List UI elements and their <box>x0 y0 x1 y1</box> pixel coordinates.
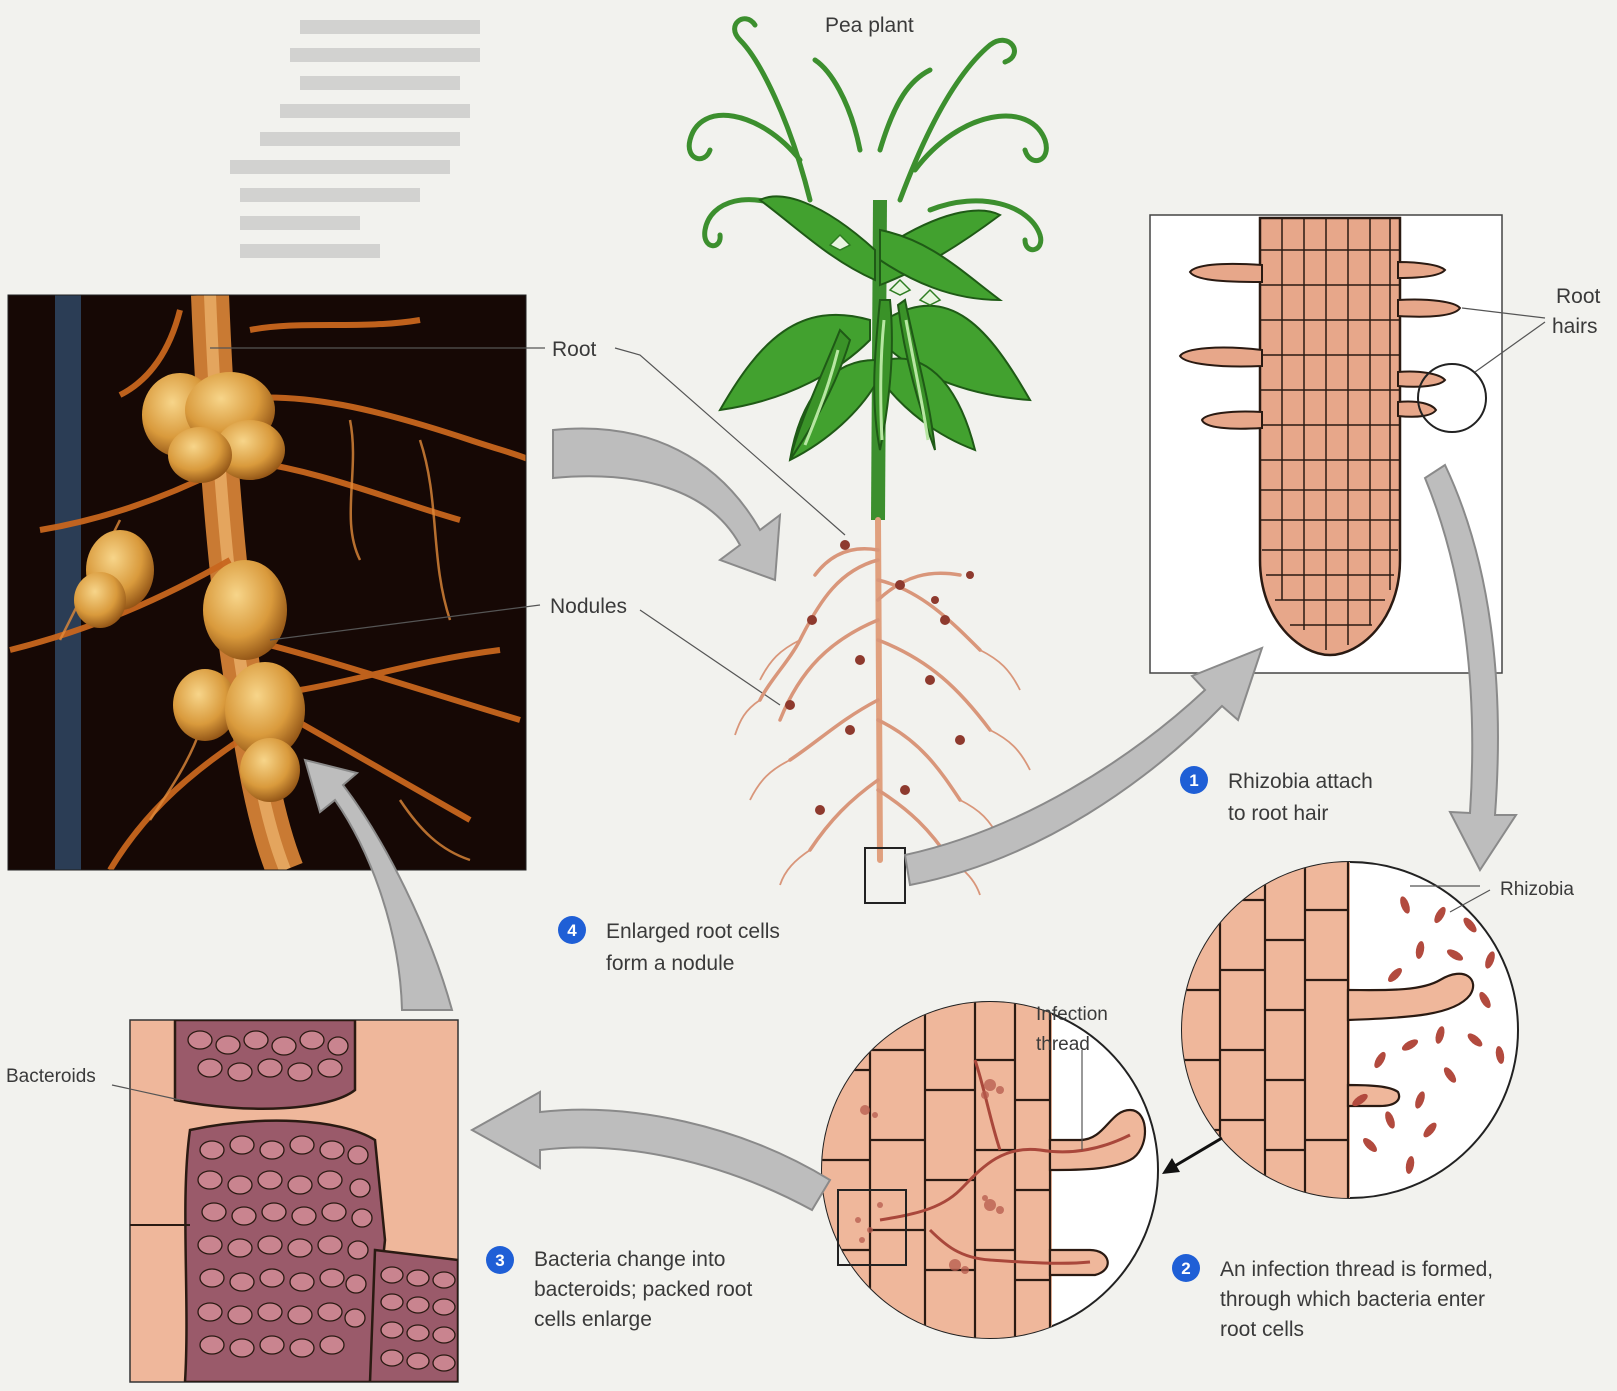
bacteroids-label: Bacteroids <box>6 1066 96 1087</box>
root-hairs-label-line1: Root <box>1556 285 1601 308</box>
step-text-line: to root hair <box>1228 802 1328 825</box>
arrow-zoom2-to-tissue <box>472 1092 830 1210</box>
background-page-text <box>230 20 480 258</box>
infection-thread-zoom <box>820 1000 1158 1340</box>
arrow-photo-to-plant <box>553 428 780 580</box>
step-number: 1 <box>1189 771 1198 790</box>
nodules-label: Nodules <box>550 595 627 618</box>
step-text-line: bacteroids; packed root <box>534 1278 752 1301</box>
nodules-leader-plant <box>640 610 780 705</box>
rhizobia-attach-zoom <box>1180 860 1518 1200</box>
arrow-plant-to-roottip <box>905 648 1262 885</box>
step-3: 3 Bacteria change into bacteroids; packe… <box>486 1246 752 1331</box>
pea-plant-label: Pea plant <box>825 14 914 37</box>
step-text-line: Enlarged root cells <box>606 920 780 943</box>
step-text-line: root cells <box>1220 1318 1304 1341</box>
rhizobia-label: Rhizobia <box>1500 879 1574 900</box>
step-text-line: form a nodule <box>606 952 734 975</box>
step-1: 1 Rhizobia attach to root hair <box>1180 766 1373 825</box>
step-2: 2 An infection thread is formed, through… <box>1172 1254 1493 1341</box>
step-text-line: through which bacteria enter <box>1220 1288 1485 1311</box>
root-tip-panel <box>1150 215 1502 673</box>
step-text-line: Bacteria change into <box>534 1248 725 1271</box>
step-number: 2 <box>1181 1259 1190 1278</box>
bacteroid-tissue-panel <box>130 1020 458 1382</box>
root-hairs-label-line2: hairs <box>1552 315 1598 338</box>
infection-thread-label-line1: Infection <box>1036 1004 1108 1025</box>
infection-thread-label-line2: thread <box>1036 1034 1090 1055</box>
step-text-line: An infection thread is formed, <box>1220 1258 1493 1281</box>
root-label: Root <box>552 338 597 361</box>
root-tip-box <box>865 848 905 903</box>
step-number: 3 <box>495 1251 504 1270</box>
root-nodules-photo <box>8 295 530 870</box>
pea-plant <box>689 19 1046 903</box>
step-text-line: Rhizobia attach <box>1228 770 1373 793</box>
step-number: 4 <box>567 921 577 940</box>
step-text-line: cells enlarge <box>534 1308 652 1331</box>
step-4: 4 Enlarged root cells form a nodule <box>558 916 780 975</box>
